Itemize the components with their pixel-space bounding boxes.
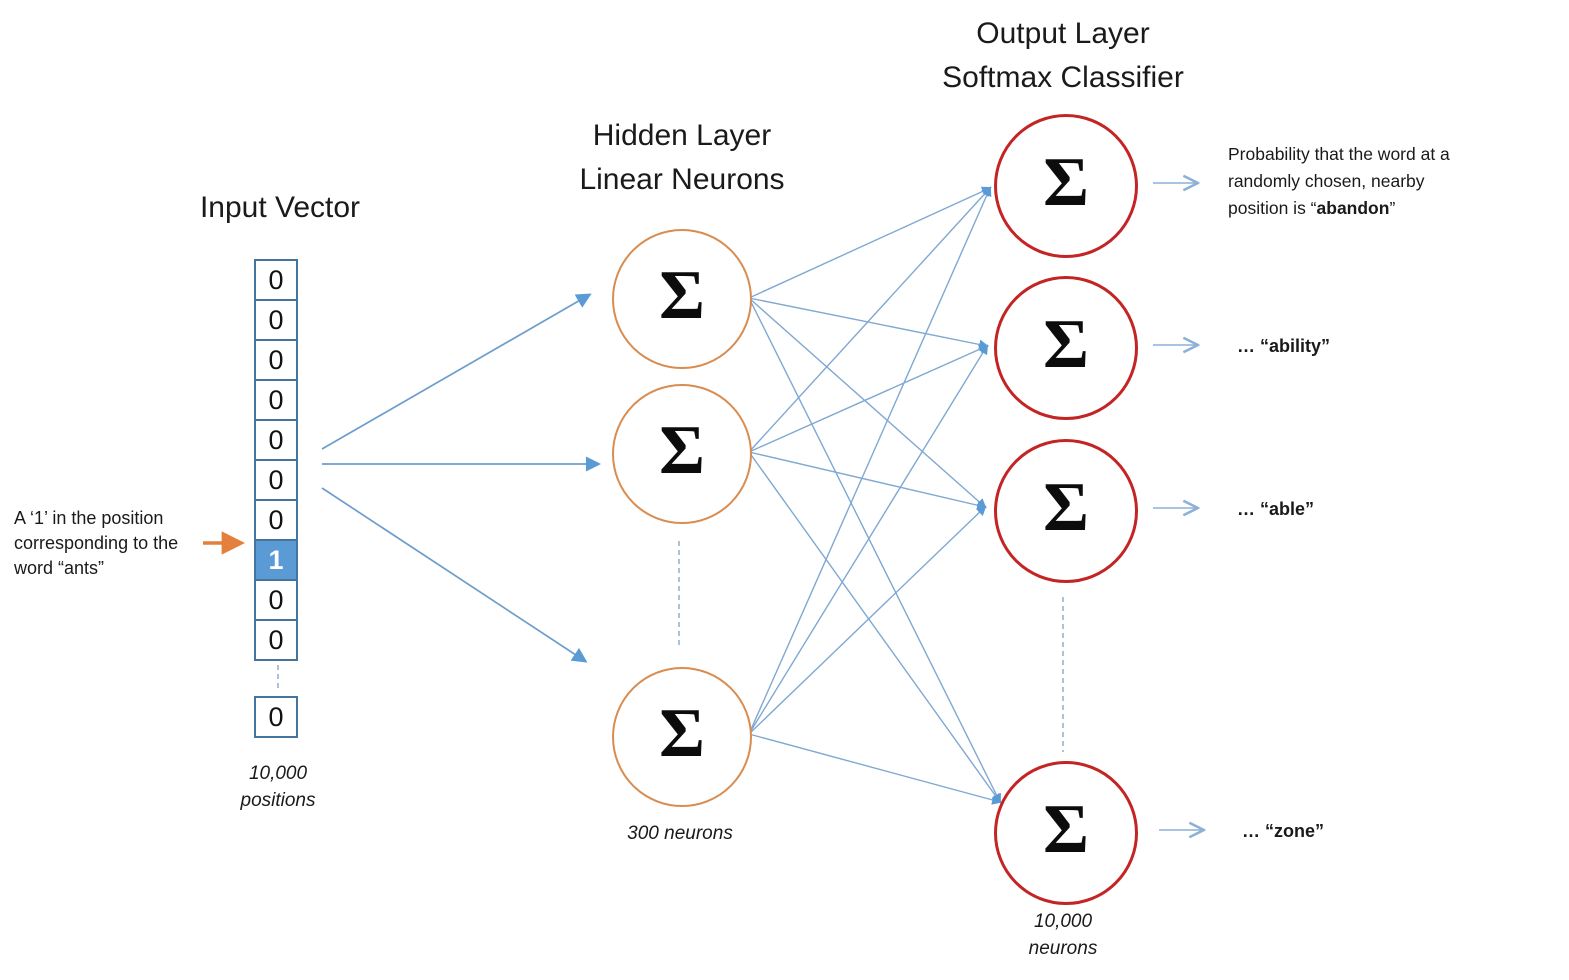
vector-cell: 0 [256, 579, 296, 619]
vector-cell: 0 [256, 619, 296, 659]
input-arrow [321, 293, 592, 450]
link-line [748, 297, 1001, 804]
vector-cell: 0 [256, 419, 296, 459]
able-label-before: … “ [1237, 499, 1270, 519]
hidden-title-line2: Linear Neurons [579, 163, 785, 196]
output-size-line1: 10,000 [1033, 911, 1093, 932]
sigma-symbol: Σ [659, 257, 705, 334]
able-label-after: ” [1305, 499, 1315, 519]
output-title-line1: Output Layer [976, 17, 1150, 50]
output-label-zone: … “zone” [1242, 818, 1324, 845]
input-to-hidden-arrows [321, 293, 602, 663]
link-line [748, 297, 989, 350]
output-label-abandon: Probability that the word at a randomly … [1228, 141, 1528, 222]
sigma-symbol: Σ [659, 695, 705, 772]
vector-cell: 0 [256, 499, 296, 539]
link-line [748, 451, 987, 510]
link-line [748, 186, 992, 299]
link-line [748, 186, 992, 735]
ability-word: ability [1269, 336, 1322, 356]
hidden-size-text: 300 neurons [627, 823, 733, 844]
annotation-line2: corresponding to the [14, 533, 179, 553]
output-layer-title: Output Layer Softmax Classifier [843, 12, 1283, 100]
input-title-text: Input Vector [199, 191, 361, 224]
abandon-label-line2: randomly chosen, nearby [1228, 171, 1425, 191]
input-layer-title: Input Vector [130, 186, 430, 230]
output-size-caption: 10,000 neurons [973, 908, 1153, 962]
vector-cell: 0 [256, 261, 296, 299]
sigma-symbol: Σ [1043, 469, 1089, 546]
vector-cell: 0 [256, 459, 296, 499]
output-label-able: … “able” [1237, 496, 1314, 523]
sigma-symbol: Σ [659, 412, 705, 489]
input-one-hot-vector: 0 0 0 0 0 0 0 1 0 0 [254, 259, 298, 661]
zone-label-before: … “ [1242, 821, 1275, 841]
able-word: able [1269, 499, 1306, 519]
link-line [748, 186, 992, 453]
output-title-line2: Softmax Classifier [942, 61, 1184, 94]
output-neuron-3: Σ [994, 439, 1138, 583]
hidden-neuron-3: Σ [612, 667, 752, 807]
vector-cell-highlighted-one: 1 [256, 539, 296, 579]
vector-cell: 0 [256, 299, 296, 339]
output-label-ability: … “ability” [1237, 333, 1330, 360]
hidden-neuron-1: Σ [612, 229, 752, 369]
vector-cell: 0 [256, 339, 296, 379]
input-size-line2: positions [240, 790, 316, 811]
sigma-symbol: Σ [1043, 144, 1089, 221]
hidden-layer-title: Hidden Layer Linear Neurons [482, 114, 882, 202]
output-to-label-arrows [1153, 183, 1203, 830]
sigma-symbol: Σ [1043, 791, 1089, 868]
link-line [748, 451, 1002, 804]
hidden-neuron-2: Σ [612, 384, 752, 524]
one-hot-annotation: A ‘1’ in the position corresponding to t… [14, 506, 224, 581]
output-neuron-2: Σ [994, 276, 1138, 420]
output-size-line2: neurons [1028, 938, 1098, 959]
hidden-size-caption: 300 neurons [590, 820, 770, 847]
output-neuron-4: Σ [994, 761, 1138, 905]
sigma-symbol: Σ [1043, 306, 1089, 383]
input-size-line1: 10,000 [248, 763, 308, 784]
vector-cell: 0 [256, 379, 296, 419]
abandon-label-line1: Probability that the word at a [1228, 144, 1450, 164]
link-line [748, 344, 989, 453]
abandon-label-after: ” [1389, 198, 1396, 218]
input-arrow [321, 487, 588, 663]
zone-word: zone [1274, 821, 1316, 841]
link-line [748, 344, 989, 735]
hidden-title-line1: Hidden Layer [592, 119, 772, 152]
vector-tail-cell: 0 [254, 696, 298, 738]
output-neuron-1: Σ [994, 114, 1138, 258]
ability-label-before: … “ [1237, 336, 1270, 356]
annotation-line3: word “ants” [14, 558, 105, 578]
annotation-line1: A ‘1’ in the position [14, 508, 164, 528]
abandon-label-line3-before: position is “ [1228, 198, 1317, 218]
ability-label-after: ” [1321, 336, 1331, 356]
abandon-label-line3: position is “abandon” [1228, 195, 1528, 222]
input-size-caption: 10,000 positions [198, 760, 358, 814]
link-line [748, 733, 1002, 805]
link-line [748, 297, 987, 509]
hidden-to-output-links [748, 186, 1002, 805]
link-line [748, 505, 987, 735]
abandon-word: abandon [1316, 198, 1390, 218]
zone-label-after: ” [1315, 821, 1325, 841]
